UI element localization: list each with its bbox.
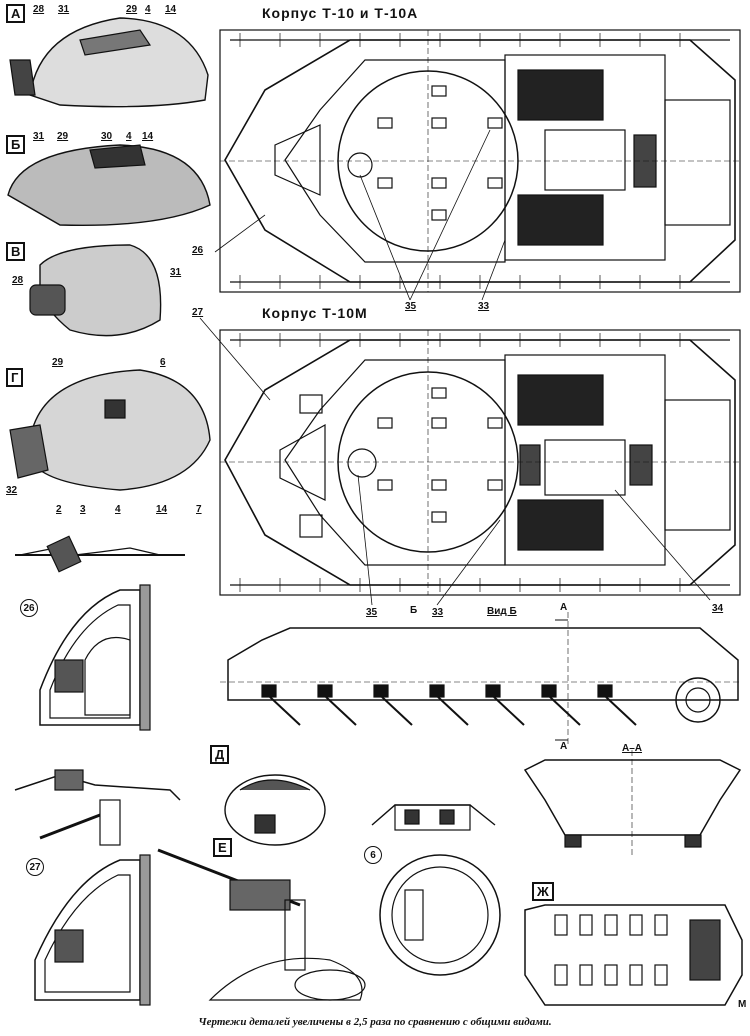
- callout-a-29: 29: [126, 4, 138, 15]
- callout-v-31: 31: [170, 267, 182, 278]
- hull-top-view-t10: [214, 29, 741, 301]
- side-view-b-label: Вид Б: [487, 606, 517, 617]
- section-a-a-label: А–А: [622, 743, 643, 754]
- hatch-cross-section: [15, 535, 185, 573]
- hull-t10m-title: Корпус Т-10М: [262, 305, 368, 321]
- turret-views: [7, 17, 211, 491]
- callout-b-30: 30: [101, 131, 113, 142]
- callout-g-32: 32: [6, 485, 18, 496]
- detail-circle-27: 27: [26, 858, 44, 876]
- panel-label-g: Г: [6, 368, 24, 387]
- callout-b-31: 31: [33, 131, 45, 142]
- callout-g-6: 6: [160, 357, 166, 368]
- callout-hull-m-27: 27: [192, 307, 204, 318]
- detail-circle-26: 26: [20, 599, 38, 617]
- callout-a-4: 4: [145, 4, 151, 15]
- callout-hull-33: 33: [478, 301, 490, 312]
- callout-b-14: 14: [142, 131, 154, 142]
- callout-hull-26: 26: [192, 245, 204, 256]
- callout-g-4: 4: [115, 504, 121, 515]
- panel-label-d: Д: [210, 745, 230, 764]
- view-zh-drawing: [524, 904, 743, 1006]
- callout-hull-m-34: 34: [712, 603, 724, 614]
- panel-label-v: В: [6, 242, 26, 261]
- side-arrow-b: Б: [410, 605, 418, 616]
- hull-top-view-t10m: [199, 317, 741, 606]
- callout-a-31: 31: [58, 4, 70, 15]
- callout-a-14: 14: [165, 4, 177, 15]
- callout-v-28: 28: [12, 275, 24, 286]
- side-section-a-top: А: [560, 602, 568, 613]
- callout-b-4: 4: [126, 131, 132, 142]
- detail-27-drawing: [14, 769, 181, 1006]
- hull-t10-title: Корпус Т-10 и Т-10А: [262, 5, 419, 21]
- callout-g-7: 7: [196, 504, 202, 515]
- hatch-part-drawing: [371, 804, 501, 976]
- hull-side-view: [220, 612, 740, 745]
- machine-gun-views: [157, 774, 366, 1001]
- callout-hull-m-35: 35: [366, 607, 378, 618]
- panel-label-b: Б: [6, 135, 26, 154]
- panel-label-a: А: [6, 4, 26, 23]
- panel-label-zh: Ж: [532, 882, 554, 901]
- view-zh-m-label: М: [738, 999, 747, 1010]
- callout-hull-m-33: 33: [432, 607, 444, 618]
- callout-a-28: 28: [33, 4, 45, 15]
- callout-hull-35: 35: [405, 301, 417, 312]
- callout-g-14: 14: [156, 504, 168, 515]
- panel-label-e: Е: [213, 838, 232, 857]
- callout-g-29: 29: [52, 357, 64, 368]
- figure-caption: Чертежи деталей увеличены в 2,5 раза по …: [198, 1016, 552, 1028]
- side-section-a-bottom: А: [560, 741, 568, 752]
- section-a-a-drawing: [523, 750, 742, 855]
- detail-circle-6: 6: [364, 846, 382, 864]
- callout-g-3: 3: [80, 504, 86, 515]
- callout-g-2: 2: [56, 504, 62, 515]
- detail-26-drawing: [39, 584, 151, 731]
- callout-b-29: 29: [57, 131, 69, 142]
